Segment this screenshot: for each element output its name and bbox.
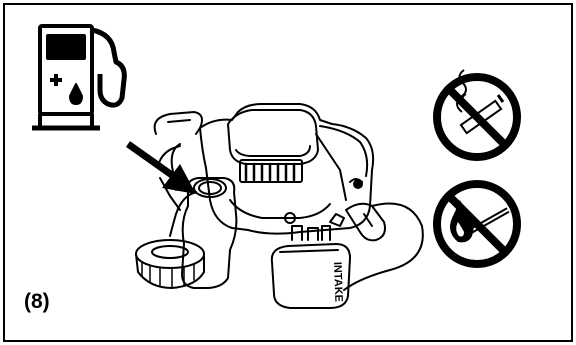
engine-illustration bbox=[135, 103, 424, 309]
arrow-icon bbox=[125, 141, 196, 194]
tank-label: INTAKE bbox=[331, 262, 344, 303]
figure-frame bbox=[3, 3, 573, 342]
no-open-flame-icon bbox=[433, 180, 521, 268]
figure-label: (8) bbox=[24, 290, 50, 313]
fuel-pump-icon bbox=[32, 24, 127, 131]
no-smoking-icon bbox=[433, 69, 521, 161]
